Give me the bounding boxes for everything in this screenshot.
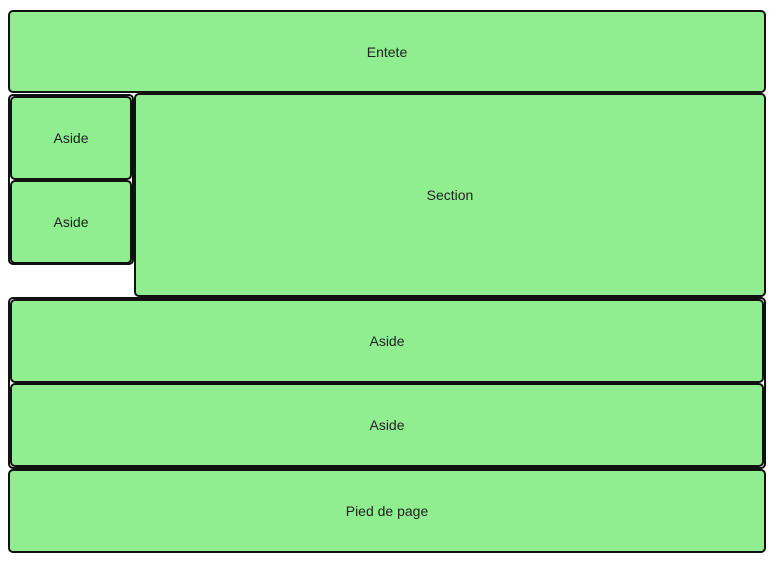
aside-label: Aside bbox=[369, 333, 405, 349]
bottom-aside-box-2: Aside bbox=[10, 383, 764, 467]
aside-label: Aside bbox=[369, 417, 405, 433]
header-label: Entete bbox=[366, 43, 408, 60]
header-box: Entete bbox=[8, 10, 766, 93]
aside-label: Aside bbox=[53, 214, 89, 230]
footer-label: Pied de page bbox=[345, 503, 429, 519]
left-aside-box-2: Aside bbox=[10, 180, 132, 264]
section-label: Section bbox=[426, 187, 474, 203]
footer-box: Pied de page bbox=[8, 469, 766, 553]
bottom-aside-box-1: Aside bbox=[10, 299, 764, 383]
section-box: Section bbox=[134, 93, 766, 297]
aside-label: Aside bbox=[53, 130, 89, 146]
left-aside-box-1: Aside bbox=[10, 96, 132, 180]
